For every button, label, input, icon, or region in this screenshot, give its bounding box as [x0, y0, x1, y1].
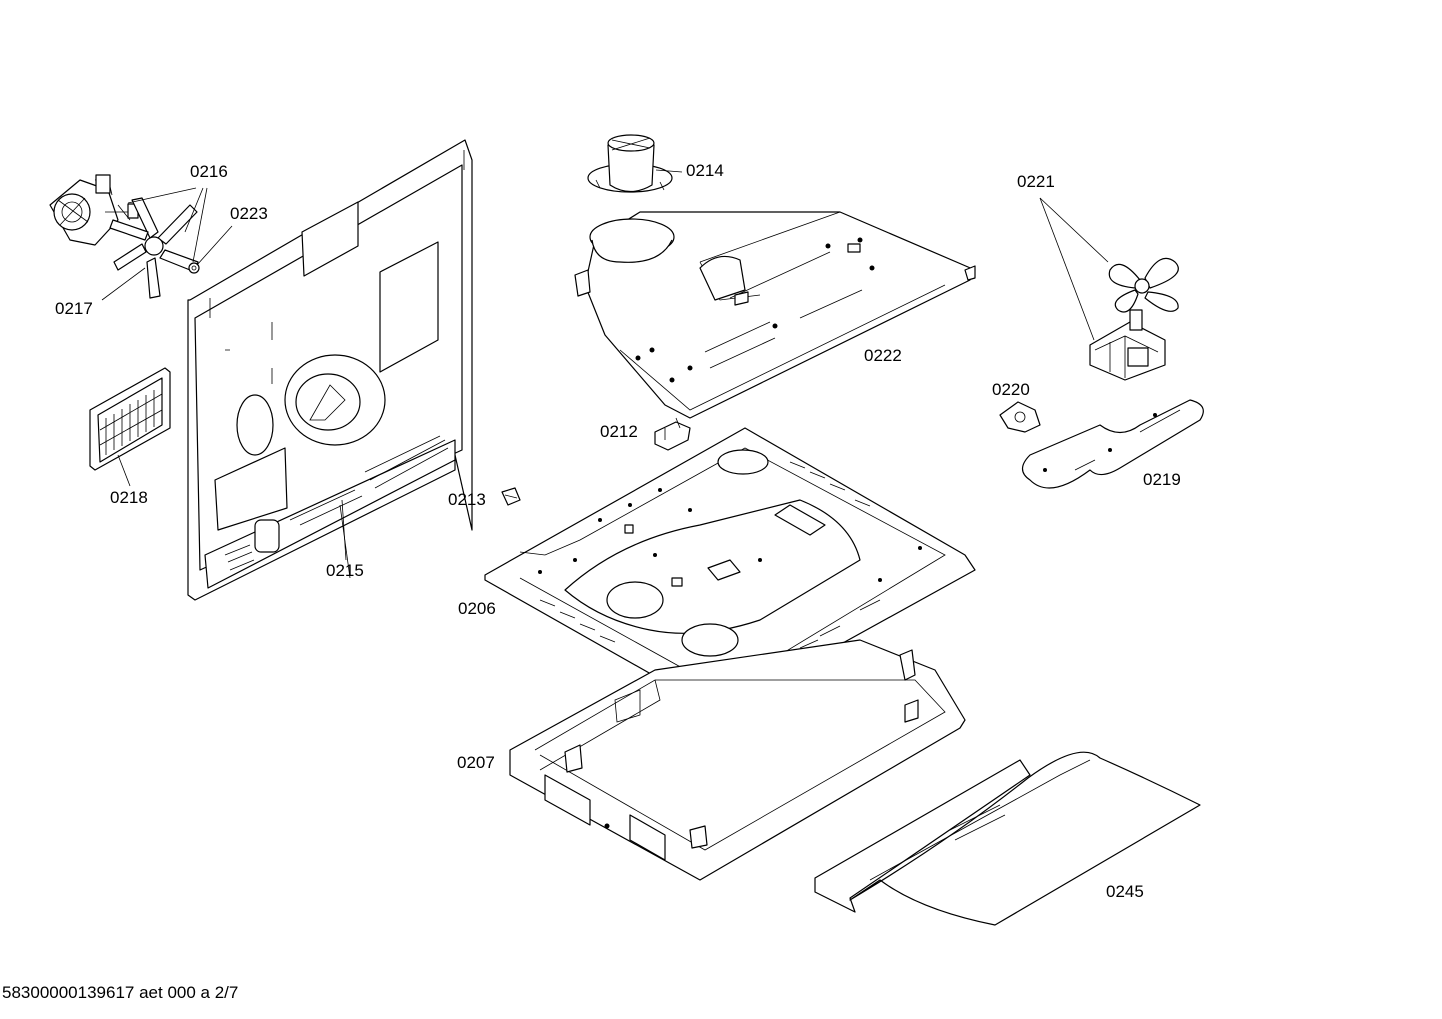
- part-0217-fan-blade: [109, 197, 199, 299]
- part-0221-cooling-fan: [1089, 257, 1179, 381]
- part-0220-bracket: [999, 401, 1041, 433]
- callout-0220: 0220: [992, 380, 1030, 399]
- document-footer-code: 58300000139617 aet 000 a 2/7: [2, 983, 238, 1002]
- callout-0245: 0245: [1106, 882, 1144, 901]
- part-0222-fan-housing: [574, 211, 976, 419]
- callout-0216: 0216: [190, 162, 228, 181]
- part-0206-top-plate: [484, 427, 976, 713]
- callout-0214: 0214: [686, 161, 724, 180]
- callout-0212: 0212: [600, 422, 638, 441]
- part-0219-mounting-plate: [1021, 399, 1204, 489]
- callout-labels: 0206 0207 0212 0213 0214 0215 0216 0217 …: [55, 161, 1181, 901]
- callout-0217: 0217: [55, 299, 93, 318]
- callout-0218: 0218: [110, 488, 148, 507]
- callout-0215: 0215: [326, 561, 364, 580]
- part-0214-duct-connector: [587, 134, 673, 193]
- part-0223-fan-nut: [188, 262, 200, 274]
- callout-0206: 0206: [458, 599, 496, 618]
- part-0216-fan-motor-assembly: [49, 174, 139, 246]
- part-0215-back-panel: [187, 139, 473, 601]
- callout-0213: 0213: [448, 490, 486, 509]
- part-0245-deflector: [814, 751, 1201, 926]
- callout-0207: 0207: [457, 753, 495, 772]
- callout-0219: 0219: [1143, 470, 1181, 489]
- part-0213-clip: [501, 487, 521, 506]
- callout-0221: 0221: [1017, 172, 1055, 191]
- callout-0222: 0222: [864, 346, 902, 365]
- leader-lines: [101, 169, 1109, 561]
- part-0218-vent-grille: [89, 367, 171, 471]
- part-0212-switch: [654, 417, 691, 451]
- part-0207-frame: [509, 639, 966, 881]
- callout-0223: 0223: [230, 204, 268, 223]
